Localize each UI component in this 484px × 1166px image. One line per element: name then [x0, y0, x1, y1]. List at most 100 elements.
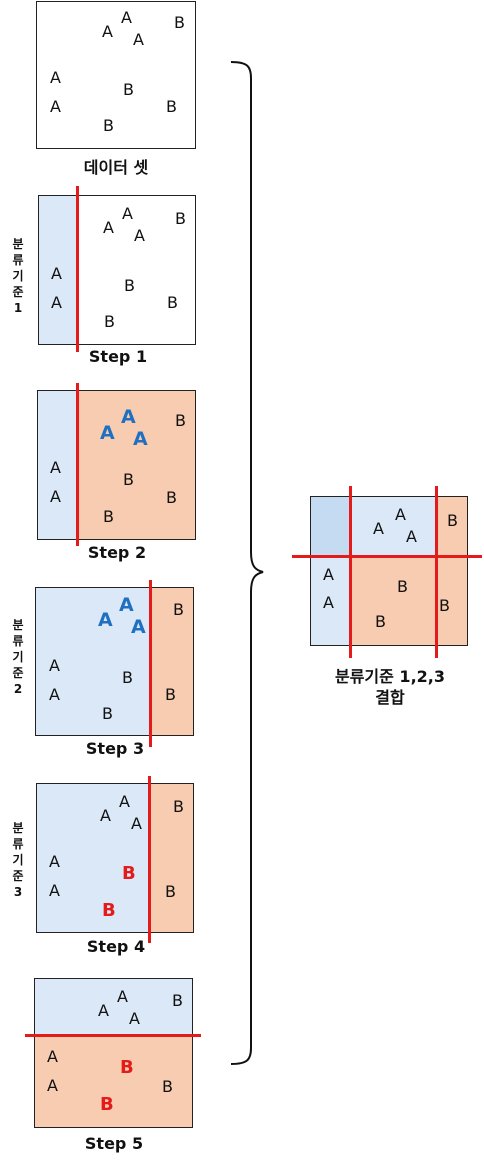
point-b: B: [162, 1077, 173, 1096]
point-a: A: [49, 881, 60, 900]
blue-region: [39, 196, 78, 344]
orange-region: [151, 588, 193, 735]
split-line: [76, 383, 79, 546]
point-b: B: [124, 276, 135, 295]
point-a: A: [102, 22, 113, 41]
point-b: B: [375, 612, 386, 631]
point-a: A: [119, 792, 130, 811]
point-a: A: [50, 68, 61, 87]
orange-region: [151, 784, 193, 932]
point-b: B: [173, 600, 184, 619]
point-b: B: [103, 507, 114, 526]
step3-panel: A A A B A A B B B: [35, 587, 194, 736]
point-b: B: [174, 13, 185, 32]
step5-panel: A A A B A A B B B: [34, 978, 193, 1128]
split-line: [349, 486, 352, 658]
point-a: A: [131, 814, 142, 833]
point-a: A: [49, 656, 60, 675]
step2-panel: A A A B A A B B B: [37, 390, 196, 540]
grouping-brace: [230, 61, 264, 1065]
point-b: B: [165, 882, 176, 901]
step2-caption: Step 2: [87, 543, 147, 562]
blue-region: [36, 588, 151, 735]
point-b: B: [122, 668, 133, 687]
point-a: A: [98, 1001, 109, 1020]
point-a: A: [129, 1009, 140, 1028]
split-line: [149, 580, 152, 747]
criterion-3-label: 분류기준3: [12, 821, 24, 899]
point-a: A: [50, 487, 61, 506]
point-b: B: [103, 116, 114, 135]
point-b: B: [102, 704, 113, 723]
highlight-point-b: B: [122, 863, 136, 884]
point-a: A: [49, 852, 60, 871]
point-b: B: [447, 511, 458, 530]
point-a: A: [47, 1076, 58, 1095]
point-a: A: [51, 264, 62, 283]
point-a: A: [134, 226, 145, 245]
blue-region: [311, 497, 351, 557]
point-b: B: [172, 991, 183, 1010]
highlight-point-b: B: [100, 1094, 114, 1115]
dataset-panel: A A A B A A B B B: [36, 1, 196, 149]
blue-region: [38, 391, 78, 539]
highlight-point-a: A: [98, 609, 113, 631]
split-line: [292, 555, 482, 558]
point-a: A: [103, 218, 114, 237]
point-b: B: [123, 80, 134, 99]
point-b: B: [123, 470, 134, 489]
point-a: A: [122, 204, 133, 223]
highlight-point-a: A: [131, 616, 146, 638]
point-b: B: [175, 411, 186, 430]
point-a: A: [51, 293, 62, 312]
point-a: A: [47, 1047, 58, 1066]
point-a: A: [50, 97, 61, 116]
point-a: A: [50, 458, 61, 477]
highlight-point-a: A: [119, 594, 134, 616]
split-line: [148, 776, 151, 943]
point-a: A: [406, 527, 417, 546]
split-line: [435, 486, 438, 658]
combined-panel: A A A B A A B B B: [310, 496, 468, 646]
point-b: B: [166, 488, 177, 507]
point-b: B: [397, 577, 408, 596]
step1-panel: A A A B A A B B B: [38, 195, 196, 345]
point-a: A: [117, 987, 128, 1006]
highlight-point-b: B: [120, 1057, 134, 1078]
point-b: B: [439, 596, 450, 615]
point-b: B: [166, 97, 177, 116]
blue-region: [311, 557, 351, 645]
split-line: [25, 1034, 201, 1037]
criterion-2-label: 분류기준2: [12, 618, 24, 696]
point-a: A: [49, 685, 60, 704]
orange-region: [437, 497, 467, 557]
step4-panel: A A A B A A B B B: [36, 783, 194, 933]
point-a: A: [323, 565, 334, 584]
step3-caption: Step 3: [85, 739, 145, 758]
orange-region: [78, 391, 195, 539]
combined-caption-line2: 결합: [375, 688, 405, 707]
point-b: B: [104, 312, 115, 331]
highlight-point-a: A: [121, 406, 136, 428]
point-a: A: [323, 593, 334, 612]
point-b: B: [175, 209, 186, 228]
orange-region: [351, 557, 467, 645]
point-a: A: [395, 505, 406, 524]
blue-region: [37, 784, 151, 932]
point-a: A: [373, 519, 384, 538]
point-b: B: [173, 797, 184, 816]
step4-caption: Step 4: [86, 937, 146, 956]
highlight-point-b: B: [102, 900, 116, 921]
blue-region: [35, 979, 192, 1036]
criterion-1-label: 분류기준1: [12, 237, 24, 315]
highlight-point-a: A: [100, 422, 115, 444]
split-line: [76, 186, 79, 352]
point-b: B: [165, 685, 176, 704]
step5-caption: Step 5: [84, 1134, 144, 1153]
highlight-point-a: A: [133, 428, 148, 450]
combined-caption-line1: 분류기준 1,2,3: [334, 667, 445, 686]
dataset-caption: 데이터 셋: [83, 158, 149, 177]
blue-region: [351, 497, 437, 557]
point-a: A: [133, 30, 144, 49]
step1-caption: Step 1: [88, 347, 148, 366]
